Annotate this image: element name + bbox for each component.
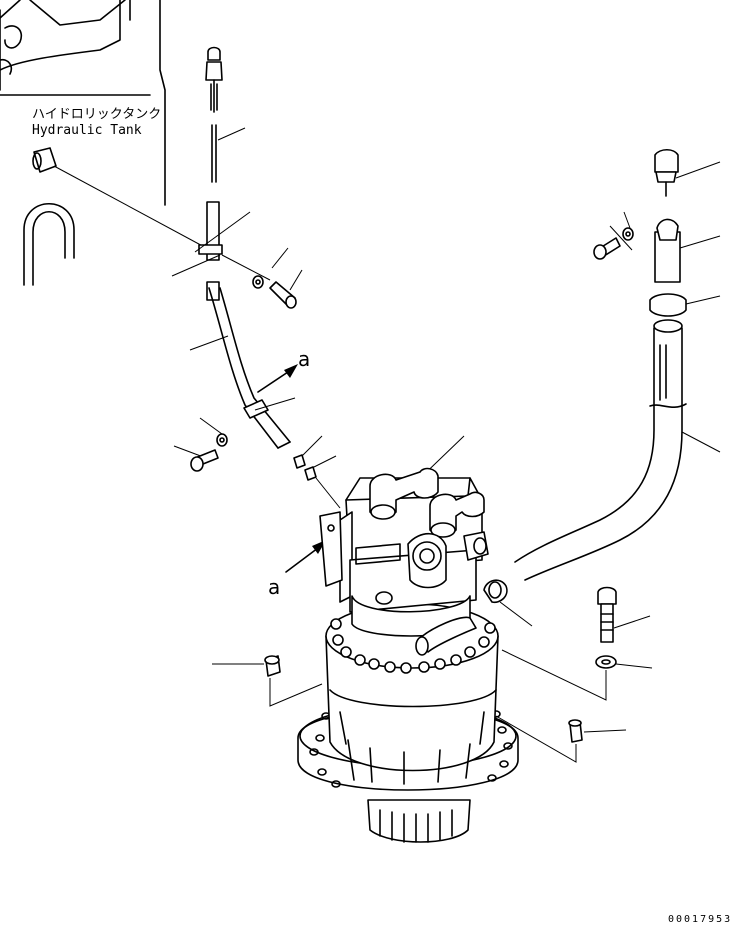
drawing-number: 00017953: [668, 914, 732, 925]
housing-bolts: [330, 618, 496, 674]
hydraulic-tank: [0, 0, 166, 286]
tank-label-jp: ハイドロリックタンク: [32, 107, 161, 122]
washer-bolt-upper: [252, 275, 297, 309]
reference-a-top: a: [257, 347, 310, 393]
tank-label-en: Hydraulic Tank: [32, 123, 142, 138]
leader-lines-left: [171, 127, 337, 471]
ref-letter-top: a: [298, 347, 310, 371]
ref-letter-bottom: a: [268, 575, 280, 599]
bottom-hardware: [212, 586, 653, 763]
washer-bolt-lower: [190, 433, 228, 472]
flange-bolt-holes: [309, 710, 513, 788]
right-breather-pipe: [483, 148, 687, 604]
tank-label: ハイドロリックタンク Hydraulic Tank: [32, 107, 161, 138]
leader-line: [53, 165, 211, 251]
left-breather-pipe: [198, 46, 291, 449]
swing-motor: [297, 467, 519, 843]
reference-a-bottom: a: [268, 540, 326, 599]
plugs: [293, 454, 317, 481]
